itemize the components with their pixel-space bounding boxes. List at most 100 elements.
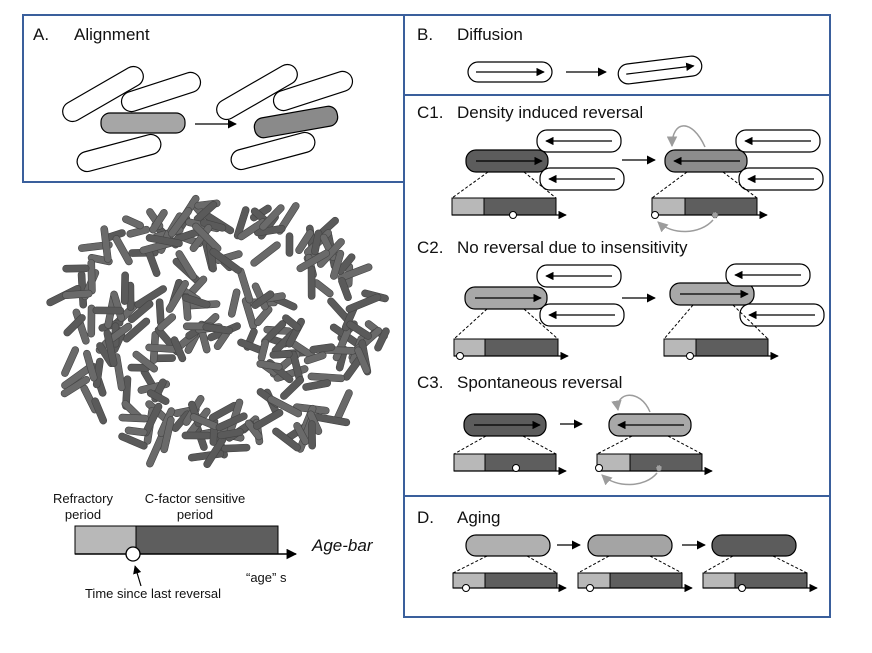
colony-cell — [354, 346, 371, 375]
cell-white — [120, 71, 202, 113]
age-bar-refractory — [453, 453, 486, 472]
colony-cell — [253, 409, 284, 430]
age-marker — [595, 464, 603, 472]
zoom-line — [522, 435, 557, 455]
colony-cell — [60, 375, 91, 398]
colony-cell — [280, 376, 305, 400]
age-bar-sensitive — [684, 197, 758, 216]
age-bar-refractory — [577, 572, 611, 589]
colony-cell — [338, 277, 352, 302]
legend-refractory-line2: period — [65, 507, 101, 522]
colony-cell — [160, 416, 175, 454]
colony-cell — [293, 422, 310, 446]
legend-age-marker — [125, 546, 141, 562]
zoom-line — [523, 308, 559, 340]
colony-cell — [227, 288, 241, 318]
age-marker — [462, 584, 470, 592]
colony-cell — [91, 397, 108, 425]
colony-cell — [124, 426, 148, 437]
zoom-line — [651, 171, 688, 199]
cell-colony — [46, 194, 390, 468]
colony-cell — [217, 428, 244, 440]
zoom-line — [596, 435, 633, 455]
zoom-line — [722, 171, 758, 199]
colony-cell — [345, 293, 382, 313]
panel-c3-letter: C3. — [417, 373, 443, 392]
colony-cell — [253, 224, 286, 237]
colony-cell — [165, 279, 189, 313]
zoom-line — [702, 555, 734, 574]
colony-cell — [168, 207, 193, 238]
cell-white — [62, 65, 144, 123]
panel-d: D. Aging — [417, 508, 818, 593]
colony-cell — [209, 247, 242, 274]
panel-a-title: Alignment — [74, 25, 150, 44]
colony-cell — [307, 265, 316, 300]
zoom-line — [452, 555, 488, 574]
panel-d-title: Aging — [457, 508, 500, 527]
legend-time-since: Time since last reversal — [85, 586, 221, 601]
cell-white — [230, 131, 316, 171]
colony-cell — [87, 304, 96, 338]
colony-cell — [330, 249, 345, 280]
colony-cell — [374, 327, 390, 352]
colony-cell — [149, 209, 168, 234]
colony-cell — [122, 317, 151, 343]
colony-cell — [112, 235, 133, 266]
zoom-line — [453, 308, 488, 340]
age-bar-sensitive — [609, 572, 683, 589]
legend-refractory-segment — [74, 525, 137, 555]
age-bar-refractory — [451, 197, 485, 216]
panel-c1-title: Density induced reversal — [457, 103, 643, 122]
reset-curve — [601, 472, 658, 486]
cell-white — [76, 133, 162, 173]
cell-white — [272, 70, 354, 112]
zoom-line — [523, 171, 557, 199]
colony-cell — [337, 263, 373, 282]
age-bar-sensitive — [483, 197, 557, 216]
colony-cell — [132, 350, 159, 373]
colony-cell — [295, 229, 314, 254]
colony-cell — [170, 336, 187, 363]
panel-d-frame — [403, 495, 831, 618]
colony-cell — [62, 289, 93, 300]
colony-cell — [156, 313, 177, 332]
colony-cell — [256, 360, 283, 371]
zoom-line — [772, 555, 808, 574]
cell-white — [216, 63, 298, 121]
previous-age-marker — [655, 464, 663, 472]
panel-c3: C3. Spontaneous reversal — [417, 373, 713, 486]
cell-gray-aligned — [253, 105, 339, 139]
reversal-curve — [666, 125, 706, 148]
age-bar-sensitive — [484, 338, 559, 357]
colony-cell — [122, 215, 144, 230]
panel-a: A. Alignment — [33, 25, 354, 173]
age-bar-sensitive — [734, 572, 808, 589]
panel-b-title: Diffusion — [457, 25, 523, 44]
previous-age-marker — [711, 211, 719, 219]
reset-curve — [657, 219, 714, 233]
zoom-line — [667, 435, 703, 455]
age-bar-refractory — [702, 572, 736, 589]
colony-cell — [251, 290, 275, 309]
colony-cell — [100, 225, 112, 263]
colony-cell — [192, 222, 222, 253]
colony-cell — [189, 224, 213, 253]
panel-a-letter: A. — [33, 25, 49, 44]
age-marker — [456, 352, 464, 360]
panel-b-letter: B. — [417, 25, 433, 44]
age-marker — [586, 584, 594, 592]
colony-cell — [120, 271, 129, 305]
colony-cell — [62, 264, 90, 273]
colony-cell — [282, 314, 302, 332]
legend-pointer-arrow — [133, 565, 142, 587]
cell-middle-age — [587, 534, 673, 557]
colony-cell — [254, 305, 273, 327]
colony-cell — [63, 314, 86, 337]
legend-age-bar-label: Age-bar — [311, 536, 374, 555]
zoom-line — [732, 304, 769, 340]
colony-cell — [118, 432, 148, 450]
colony-cell — [134, 285, 167, 309]
